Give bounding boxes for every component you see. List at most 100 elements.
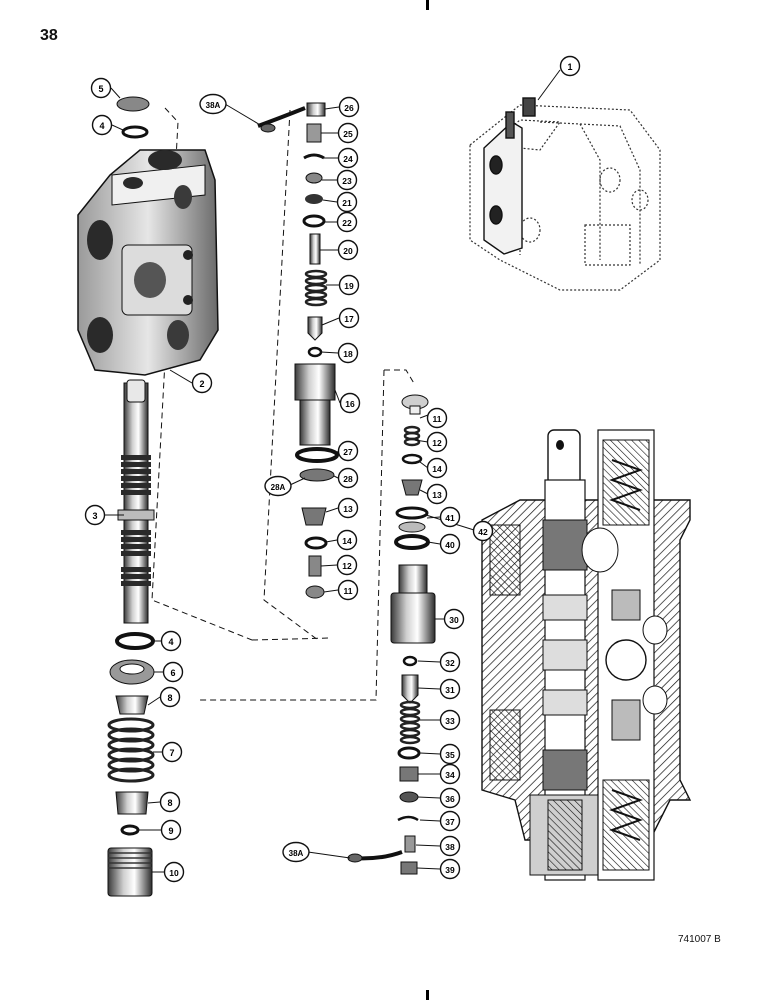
registration-mark-top [426, 0, 429, 10]
callout-38A-lower: 38A [282, 841, 310, 863]
page-number: 38 [40, 27, 58, 44]
svg-text:7: 7 [169, 748, 174, 758]
callout-42: 42 [472, 520, 494, 542]
svg-text:2: 2 [199, 379, 204, 389]
svg-text:5: 5 [98, 84, 103, 94]
svg-text:4: 4 [99, 121, 104, 131]
callout-39: 39 [439, 858, 461, 880]
callout-9: 9 [160, 819, 182, 841]
svg-text:40: 40 [445, 540, 455, 550]
callout-2: 2 [191, 372, 213, 394]
svg-text:23: 23 [342, 176, 352, 186]
svg-text:42: 42 [478, 527, 488, 537]
callout-22: 22 [336, 211, 358, 233]
svg-text:28: 28 [343, 474, 353, 484]
callout-16: 16 [339, 392, 361, 414]
callout-32: 32 [439, 651, 461, 673]
callout-25: 25 [337, 122, 359, 144]
svg-text:4: 4 [168, 637, 173, 647]
svg-text:11: 11 [433, 414, 442, 424]
callout-38: 38 [439, 835, 461, 857]
callout-21: 21 [336, 191, 358, 213]
callout-7: 7 [161, 741, 183, 763]
middle-parts-stack [257, 102, 339, 599]
callout-35: 35 [439, 743, 461, 765]
svg-text:11: 11 [344, 586, 353, 596]
registration-mark-bottom [426, 990, 429, 1000]
svg-text:26: 26 [344, 103, 354, 113]
svg-text:3: 3 [92, 511, 97, 521]
callout-13-middle: 13 [337, 497, 359, 519]
callout-31: 31 [439, 678, 461, 700]
svg-text:34: 34 [445, 770, 455, 780]
svg-text:13: 13 [343, 504, 353, 514]
svg-text:1: 1 [567, 62, 572, 72]
svg-text:12: 12 [432, 438, 442, 448]
svg-text:36: 36 [445, 794, 455, 804]
callout-17: 17 [338, 307, 360, 329]
svg-text:13: 13 [432, 490, 442, 500]
callout-10: 10 [163, 861, 185, 883]
callout-28A: 28A [264, 475, 292, 497]
callout-40: 40 [439, 533, 461, 555]
svg-text:38A: 38A [206, 101, 221, 110]
svg-text:27: 27 [343, 447, 353, 457]
svg-text:37: 37 [445, 817, 455, 827]
callout-14-right: 14 [426, 457, 448, 479]
svg-text:10: 10 [169, 868, 179, 878]
callout-8-lower: 8 [159, 791, 181, 813]
callout-19: 19 [338, 274, 360, 296]
svg-text:12: 12 [342, 561, 352, 571]
callout-20: 20 [337, 239, 359, 261]
svg-text:28A: 28A [271, 483, 286, 492]
callout-13-right: 13 [426, 483, 448, 505]
svg-text:39: 39 [445, 865, 455, 875]
svg-text:14: 14 [342, 536, 352, 546]
callout-14-middle: 14 [336, 529, 358, 551]
callout-4-upper: 4 [91, 114, 113, 136]
svg-text:19: 19 [344, 281, 354, 291]
svg-text:14: 14 [432, 464, 442, 474]
callout-36: 36 [439, 787, 461, 809]
callout-8-upper: 8 [159, 686, 181, 708]
callout-38A-upper: 38A [199, 93, 227, 115]
svg-text:31: 31 [445, 685, 455, 695]
svg-text:9: 9 [168, 826, 173, 836]
alignment-guide-lines [151, 107, 416, 701]
svg-text:24: 24 [343, 154, 353, 164]
callout-18: 18 [337, 342, 359, 364]
svg-text:8: 8 [167, 798, 172, 808]
callout-28: 28 [337, 467, 359, 489]
svg-text:41: 41 [445, 513, 455, 523]
callout-23: 23 [336, 169, 358, 191]
callout-1: 1 [559, 55, 581, 77]
callout-41: 41 [439, 506, 461, 528]
callout-12-right: 12 [426, 431, 448, 453]
svg-text:17: 17 [344, 314, 354, 324]
valve-overview-solid-section [483, 97, 536, 255]
callouts: 1 2 3 4 4 5 6 7 8 8 9 10 11 11 12 12 13 … [84, 55, 581, 883]
svg-text:16: 16 [345, 399, 355, 409]
svg-text:30: 30 [449, 615, 459, 625]
callout-37: 37 [439, 810, 461, 832]
svg-text:32: 32 [445, 658, 455, 668]
callout-6: 6 [162, 661, 184, 683]
callout-11-middle: 11 [337, 579, 359, 601]
sectional-view [481, 429, 692, 881]
svg-text:22: 22 [342, 218, 352, 228]
svg-text:38A: 38A [289, 849, 304, 858]
callout-33: 33 [439, 709, 461, 731]
callout-4-lower: 4 [160, 630, 182, 652]
svg-text:8: 8 [167, 693, 172, 703]
svg-text:35: 35 [445, 750, 455, 760]
svg-text:25: 25 [343, 129, 353, 139]
callout-12-middle: 12 [336, 554, 358, 576]
callout-26: 26 [338, 96, 360, 118]
callout-11-right: 11 [426, 407, 448, 429]
svg-text:20: 20 [343, 246, 353, 256]
valve-body-section [77, 149, 219, 376]
figure-id: 741007 B [678, 934, 721, 945]
svg-text:21: 21 [342, 198, 352, 208]
svg-text:33: 33 [445, 716, 455, 726]
